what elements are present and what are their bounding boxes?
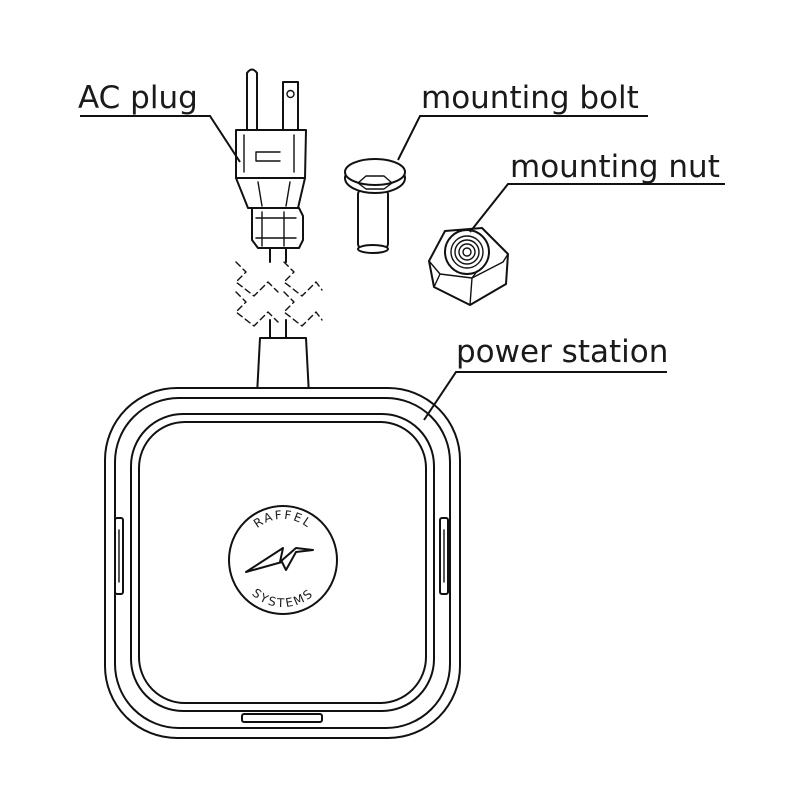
- label-mounting-bolt: mounting bolt: [397, 80, 648, 161]
- cable-break-icon: [235, 261, 323, 339]
- mounting-bolt-icon: [344, 158, 406, 254]
- svg-text:AC plug: AC plug: [78, 80, 198, 116]
- svg-text:mounting nut: mounting nut: [510, 149, 720, 185]
- svg-text:power station: power station: [456, 334, 668, 370]
- svg-text:mounting bolt: mounting bolt: [421, 80, 639, 116]
- mounting-nut-icon: [428, 227, 509, 306]
- ac-plug-icon: [235, 68, 307, 263]
- label-mounting-nut: mounting nut: [469, 149, 725, 233]
- power-station-icon: [104, 337, 461, 739]
- label-ac-plug: AC plug: [78, 80, 241, 163]
- label-power-station: power station: [423, 334, 668, 421]
